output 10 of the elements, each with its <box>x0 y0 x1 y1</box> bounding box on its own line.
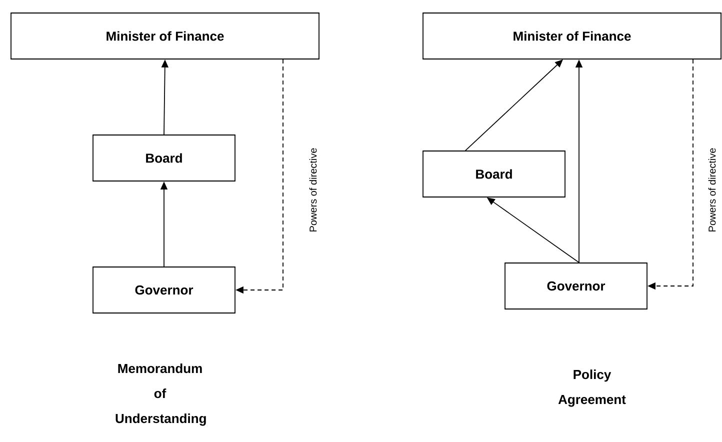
box: Governor <box>92 266 236 314</box>
caption: Policy Agreement <box>558 370 626 407</box>
box: Minister of Finance <box>422 12 722 60</box>
caption: Memorandum of Understanding <box>116 364 206 426</box>
box: Board <box>92 134 236 182</box>
edge-label: Powers of directive <box>308 146 318 234</box>
box: Board <box>422 150 566 198</box>
edge-label: Powers of directive <box>707 146 717 234</box>
box: Governor <box>504 262 648 310</box>
box: Minister of Finance <box>10 12 320 60</box>
